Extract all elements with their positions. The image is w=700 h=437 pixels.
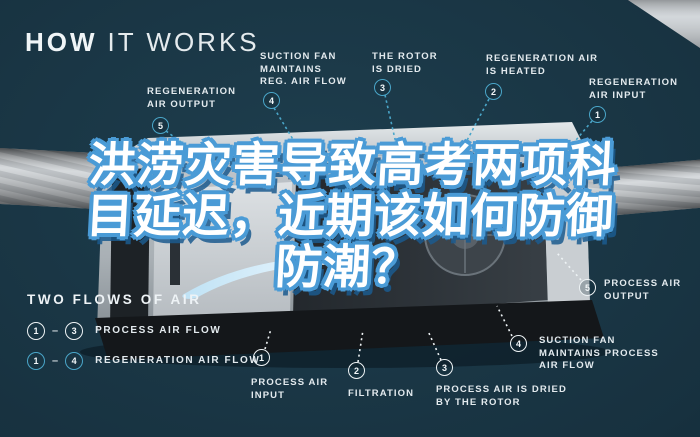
watermark-headline: 洪涝灾害导致高考两项科 目延迟，近期该如何防御 防潮？ bbox=[0, 138, 700, 295]
range-dash: – bbox=[52, 354, 59, 367]
page-title: HOW IT WORKS bbox=[25, 27, 260, 58]
callout-regeneration-air-heated: REGENERATION AIR IS HEATED 2 bbox=[485, 53, 599, 100]
step-badge: 2 bbox=[485, 83, 502, 100]
regeneration-leader-lines bbox=[165, 94, 593, 167]
callout-label: THE ROTOR IS DRIED bbox=[372, 51, 438, 75]
legend-label: REGENERATION AIR FLOW bbox=[95, 355, 261, 366]
legend-end-badge: 3 bbox=[65, 321, 84, 340]
page-title-bold: HOW bbox=[25, 27, 98, 57]
step-badge: 4 bbox=[510, 335, 527, 352]
machine-left-column bbox=[110, 168, 150, 329]
callout-process-air-output: 5 PROCESS AIR OUTPUT bbox=[579, 278, 681, 303]
page-title-light: IT WORKS bbox=[107, 27, 260, 57]
step-badge: 3 bbox=[374, 79, 391, 96]
callout-suction-fan-process: 4 SUCTION FAN MAINTAINS PROCESS AIR FLOW bbox=[510, 335, 659, 373]
callout-label: SUCTION FAN MAINTAINS PROCESS AIR FLOW bbox=[539, 335, 659, 372]
callout-label: PROCESS AIR OUTPUT bbox=[604, 278, 682, 302]
step-badge: 1 bbox=[589, 106, 606, 123]
callout-rotor-is-dried: THE ROTOR IS DRIED 3 bbox=[372, 51, 438, 96]
corner-duct bbox=[628, 0, 700, 48]
watermark-line-2: 目延迟，近期该如何防御 bbox=[84, 189, 616, 244]
callout-label: REGENERATION AIR IS HEATED bbox=[486, 53, 599, 77]
step-badge: 5 bbox=[152, 117, 169, 134]
legend-row-regeneration: 1 – 4 REGENERATION AIR FLOW bbox=[27, 351, 260, 370]
step-badge: 2 bbox=[348, 362, 365, 379]
callout-label: PROCESS AIR IS DRIED BY THE ROTOR bbox=[436, 384, 567, 408]
legend-title: TWO FLOWS OF AIR bbox=[27, 292, 202, 307]
legend-end-badge: 4 bbox=[65, 351, 84, 370]
callout-label: FILTRATION bbox=[348, 388, 415, 399]
machine-front-door bbox=[153, 182, 292, 327]
callout-label: SUCTION FAN MAINTAINS REG. AIR FLOW bbox=[260, 51, 347, 88]
machine-base bbox=[95, 300, 604, 360]
step-badge: 1 bbox=[253, 349, 270, 366]
legend-label: PROCESS AIR FLOW bbox=[95, 325, 222, 336]
callout-suction-fan-reg: SUCTION FAN MAINTAINS REG. AIR FLOW 4 bbox=[260, 51, 347, 109]
process-leader-lines bbox=[264, 252, 582, 363]
step-badge: 3 bbox=[436, 359, 453, 376]
callout-regeneration-air-input: REGENERATION AIR INPUT 1 bbox=[589, 77, 679, 123]
step-badge: 4 bbox=[263, 92, 280, 109]
callout-label: PROCESS AIR INPUT bbox=[251, 377, 329, 401]
callout-regeneration-air-output: REGENERATION AIR OUTPUT 5 bbox=[147, 86, 237, 134]
machine-end-cap bbox=[543, 148, 590, 310]
legend-row-process: 1 – 3 PROCESS AIR FLOW bbox=[27, 321, 260, 340]
range-dash: – bbox=[52, 324, 59, 337]
watermark-line-1: 洪涝灾害导致高考两项科 bbox=[87, 138, 619, 193]
callout-label: REGENERATION AIR OUTPUT bbox=[147, 86, 237, 110]
right-duct bbox=[566, 158, 700, 220]
legend-start-badge: 1 bbox=[27, 351, 45, 370]
callout-process-air-dried: 3 PROCESS AIR IS DRIED BY THE ROTOR bbox=[436, 359, 567, 409]
watermark-line-3: 防潮？ bbox=[273, 240, 421, 295]
machine-top-face bbox=[103, 122, 585, 165]
legend-two-flows: TWO FLOWS OF AIR 1 – 3 PROCESS AIR FLOW … bbox=[27, 292, 260, 381]
step-badge: 5 bbox=[579, 279, 596, 296]
callout-process-air-input: 1 PROCESS AIR INPUT bbox=[251, 349, 328, 402]
legend-start-badge: 1 bbox=[27, 321, 45, 340]
callout-filtration: 2 FILTRATION bbox=[348, 362, 414, 401]
callout-label: REGENERATION AIR INPUT bbox=[589, 77, 679, 101]
